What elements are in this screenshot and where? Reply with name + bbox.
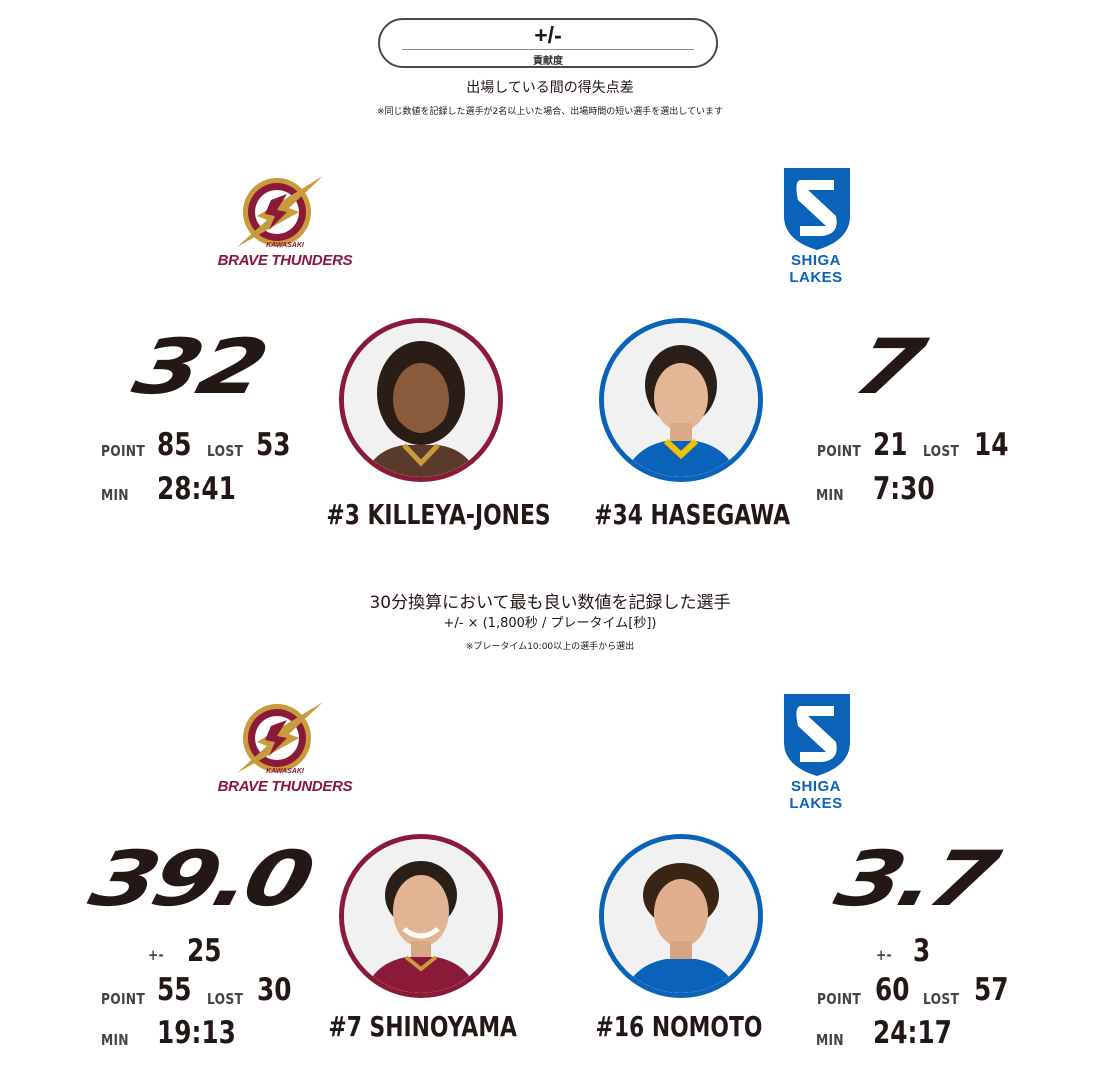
away-min-value: 24:17 xyxy=(873,1015,952,1051)
lost-label: LOST xyxy=(207,442,244,460)
player-photo xyxy=(599,318,763,482)
section2-note: ※プレータイム10:00以上の選手から選出 xyxy=(465,642,635,652)
home-lost-value: 30 xyxy=(257,972,292,1008)
home-plusminus-value: 32 xyxy=(125,322,275,411)
team-city-label: KAWASAKI xyxy=(266,768,304,775)
stat-title-sub: 貢献度 xyxy=(533,56,563,67)
brave-thunders-logo: KAWASAKI BRAVE THUNDERS xyxy=(218,698,353,808)
title-divider xyxy=(402,49,694,50)
home-lost-value: 53 xyxy=(256,427,291,463)
section2-title: 30分換算において最も良い数値を記録した選手 xyxy=(369,593,731,613)
lost-label: LOST xyxy=(923,990,960,1008)
team-name-label: BRAVE THUNDERS xyxy=(217,778,353,795)
away-point-value: 21 xyxy=(873,427,908,463)
lost-label: LOST xyxy=(207,990,244,1008)
team-name-label: BRAVE THUNDERS xyxy=(217,252,353,269)
point-label: POINT xyxy=(101,442,145,460)
shiga-lakes-logo: SHIGA LAKES xyxy=(766,166,866,286)
away-per30-value: 3.7 xyxy=(827,834,1003,923)
shiga-lakes-logo: SHIGA LAKES xyxy=(766,692,866,812)
shiga-lakes-emblem-icon xyxy=(784,694,850,776)
home-min-value: 28:41 xyxy=(157,471,236,507)
brave-thunders-logo: KAWASAKI BRAVE THUNDERS xyxy=(218,172,353,282)
away-player-name: #34 HASEGAWA xyxy=(594,498,791,531)
min-label: MIN xyxy=(816,1031,844,1049)
point-label: POINT xyxy=(101,990,145,1008)
stat-note: ※同じ数値を記録した選手が2名以上いた場合、出場時間の短い選手を選出しています xyxy=(377,107,723,117)
player-silhouette-icon xyxy=(344,839,498,993)
team-name-label: SHIGA LAKES xyxy=(789,252,843,286)
stat-title-pill: +/- 貢献度 xyxy=(378,18,718,68)
lost-label: LOST xyxy=(923,442,960,460)
player-silhouette-icon xyxy=(604,839,758,993)
away-plusminus-raw: 3 xyxy=(913,933,931,969)
home-min-value: 19:13 xyxy=(157,1015,236,1051)
min-label: MIN xyxy=(816,486,844,504)
player-photo xyxy=(339,834,503,998)
stat-title: +/- xyxy=(534,22,562,48)
home-point-value: 85 xyxy=(157,427,192,463)
min-label: MIN xyxy=(101,1031,129,1049)
away-player-name: #16 NOMOTO xyxy=(595,1010,763,1043)
brave-thunders-emblem-icon xyxy=(237,702,323,773)
away-plusminus-value: 7 xyxy=(845,322,935,411)
min-label: MIN xyxy=(101,486,129,504)
plusminus-label: +- xyxy=(148,946,164,964)
team-name-label: SHIGA LAKES xyxy=(789,778,843,812)
shiga-lakes-emblem-icon xyxy=(784,168,850,250)
home-point-value: 55 xyxy=(157,972,192,1008)
away-point-value: 60 xyxy=(875,972,910,1008)
point-label: POINT xyxy=(817,990,861,1008)
point-label: POINT xyxy=(817,442,861,460)
home-plusminus-raw: 25 xyxy=(187,933,222,969)
away-lost-value: 57 xyxy=(974,972,1009,1008)
player-silhouette-icon xyxy=(604,323,758,477)
plusminus-label: +- xyxy=(876,946,892,964)
home-per30-value: 39.0 xyxy=(81,834,319,923)
away-min-value: 7:30 xyxy=(873,471,935,507)
away-lost-value: 14 xyxy=(974,427,1009,463)
player-photo xyxy=(599,834,763,998)
section2-formula: +/- × (1,800秒 / プレータイム[秒]) xyxy=(443,616,657,631)
home-player-name: #7 SHINOYAMA xyxy=(328,1010,517,1043)
home-player-name: #3 KILLEYA-JONES xyxy=(326,498,551,531)
player-photo xyxy=(339,318,503,482)
player-silhouette-icon xyxy=(344,323,498,477)
brave-thunders-emblem-icon xyxy=(237,176,323,247)
stat-description: 出場している間の得失点差 xyxy=(466,80,634,96)
team-city-label: KAWASAKI xyxy=(266,242,304,249)
